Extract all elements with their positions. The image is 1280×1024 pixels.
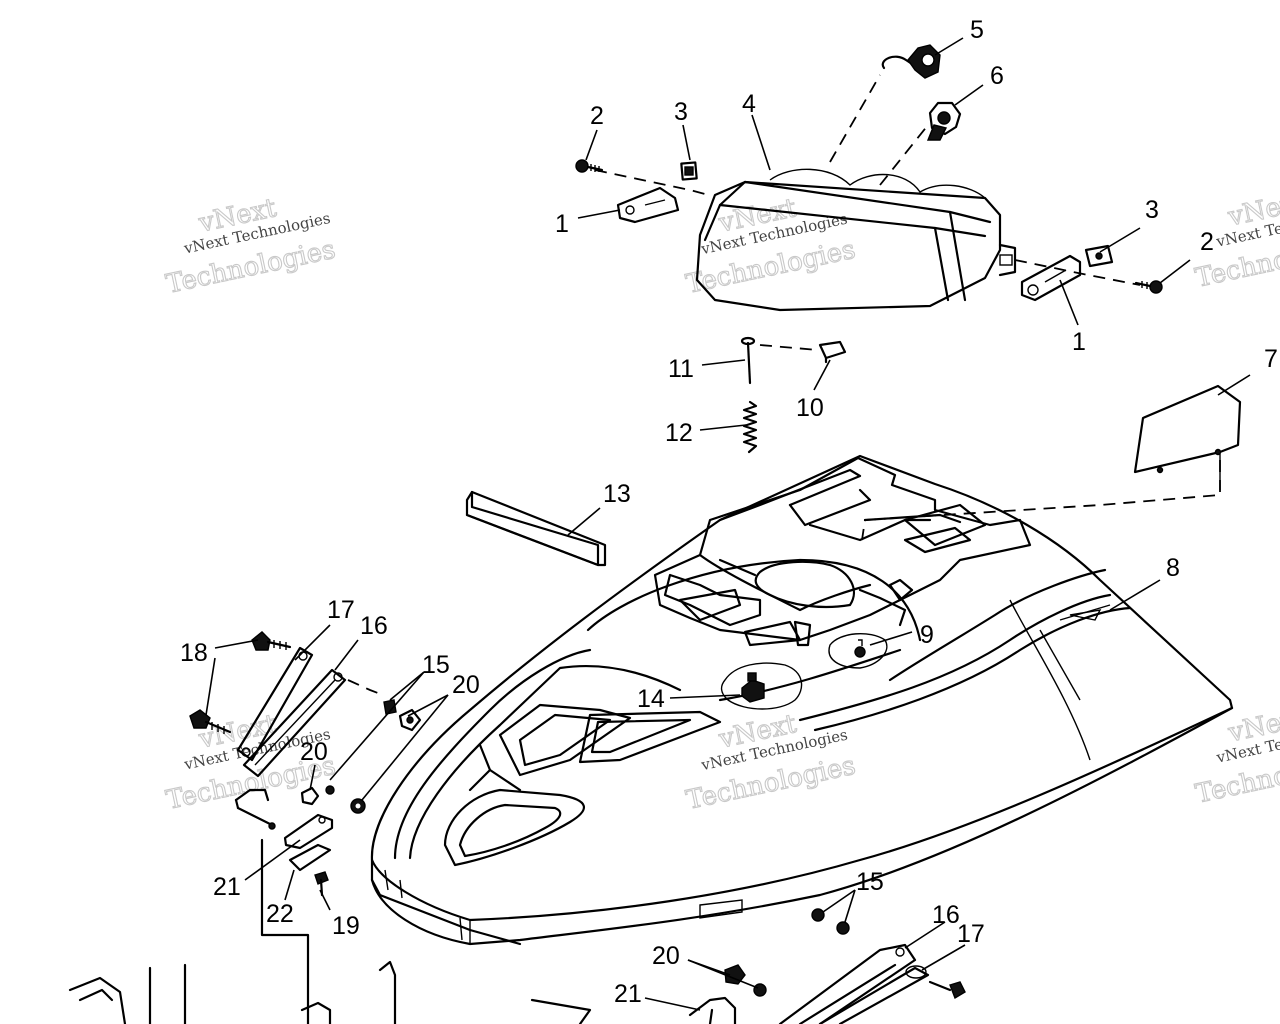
callout-21-right: 21: [614, 980, 642, 1008]
screw-left: [575, 159, 604, 173]
striker-pin: [740, 336, 756, 385]
callout-6: 6: [990, 62, 1004, 90]
callout-18: 18: [180, 639, 208, 667]
clip-left: [616, 186, 680, 224]
hinge-nut-20-right: [724, 964, 767, 997]
hinge-plate-left: [283, 813, 334, 872]
callout-2-left: 2: [590, 102, 604, 130]
callout-9: 9: [920, 621, 934, 649]
speed-nut-right: [1084, 244, 1114, 268]
callout-10: 10: [796, 394, 824, 422]
hinge-nut-15-left: [383, 699, 397, 715]
hood: [370, 454, 1234, 946]
frame-bottom-left: [68, 838, 592, 1024]
hinge-bolt-top-left: [251, 631, 292, 651]
callout-14: 14: [637, 685, 665, 713]
callout-7: 7: [1264, 345, 1278, 373]
callout-4: 4: [742, 90, 756, 118]
headlight-bulb: [881, 44, 941, 79]
callout-17-right: 17: [957, 920, 985, 948]
spring: [742, 400, 758, 454]
hinge-bracket-right: [818, 965, 930, 1024]
hood-bumper: [720, 662, 803, 710]
callout-12: 12: [665, 419, 693, 447]
callout-11: 11: [668, 355, 694, 383]
callout-19: 19: [332, 912, 360, 940]
pin-clip: [818, 340, 847, 364]
watermark-right-top: vNext vNext Technologies Technologies: [1192, 186, 1280, 294]
hinge-nut-15-right: [811, 908, 850, 935]
watermark-center-bottom: vNext vNext Technologies Technologies: [683, 708, 859, 816]
hinge-arm-right: [778, 943, 917, 1024]
callout-labels: 1 1 2 2 3 3 4 5 6 7 8 9 10 11 12 13 14 1…: [180, 16, 1278, 1008]
callout-17-left: 17: [327, 596, 355, 624]
hinge-pin-left: [234, 788, 276, 830]
callout-15-right: 15: [856, 868, 884, 896]
leader-lines: [205, 37, 1251, 1011]
hood-fastener: [828, 632, 888, 669]
alignment-lines: [347, 74, 1221, 696]
hinge-arm-left: [242, 668, 347, 778]
hinge-bolt-right: [928, 980, 966, 1000]
hinge-washer-left: [350, 798, 366, 814]
callout-2-right: 2: [1200, 228, 1214, 256]
clip-right: [1020, 254, 1082, 302]
foam-strip: [465, 490, 607, 567]
hinge-nut-20-low-left: [300, 786, 320, 806]
callout-16-right: 16: [932, 901, 960, 929]
callout-13: 13: [603, 480, 631, 508]
callout-1-right: 1: [1072, 328, 1086, 356]
screw-right: [1134, 280, 1163, 294]
callout-3-right: 3: [1145, 196, 1159, 224]
callout-3-left: 3: [674, 98, 688, 126]
callout-5: 5: [970, 16, 984, 44]
hinge-spacer-left: [325, 785, 335, 795]
callout-20-left: 20: [452, 671, 480, 699]
callout-15-left: 15: [422, 651, 450, 679]
watermark-left-top: vNext vNext Technologies Technologies: [163, 192, 339, 300]
hinge-nut-20-left: [398, 708, 422, 732]
speed-nut-left: [680, 161, 698, 181]
callout-20-lower-left: 20: [300, 738, 328, 766]
callout-20-right: 20: [652, 942, 680, 970]
callout-1-left: 1: [555, 210, 569, 238]
callout-16-left: 16: [360, 612, 388, 640]
side-panel: [1133, 384, 1242, 490]
callout-22: 22: [266, 900, 294, 928]
callout-8: 8: [1166, 554, 1180, 582]
callout-21-left: 21: [213, 873, 241, 901]
headlight-housing: [695, 168, 1017, 312]
hinge-pin-right: [688, 996, 737, 1024]
hinge-bolt-bottom-left: [189, 709, 232, 734]
bulb-socket: [926, 101, 962, 141]
